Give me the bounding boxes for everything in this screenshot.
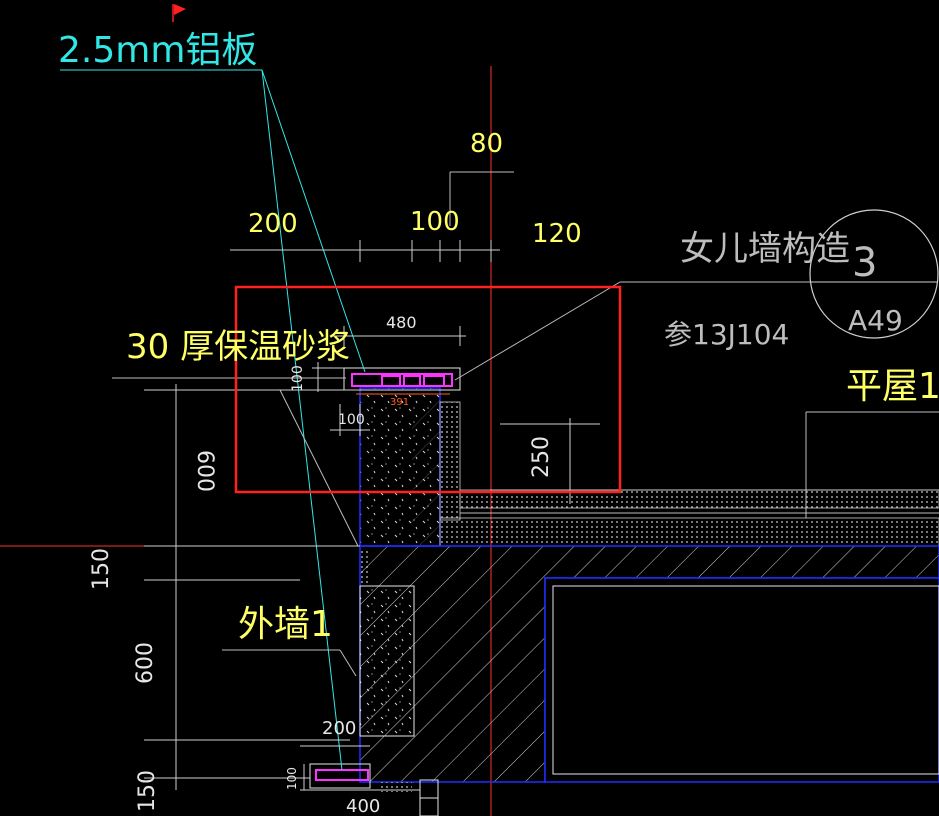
dim-150-upper: 150 xyxy=(89,548,114,590)
callout-leaders xyxy=(112,171,810,677)
dim-250: 250 xyxy=(529,436,554,478)
dim-600-lower: 600 xyxy=(133,642,158,684)
parapet-wall xyxy=(359,387,461,547)
dim-100-top: 100 xyxy=(410,207,460,237)
roof-insulation-layers xyxy=(439,489,939,547)
dim-600-upper: 600 xyxy=(192,450,217,492)
flat-roof-label: 平屋1 xyxy=(846,366,939,407)
dim-80: 80 xyxy=(470,129,503,159)
dim-391: 391 xyxy=(390,397,409,408)
aluminum-plate-label: 2.5mm铝板 xyxy=(58,30,257,71)
dim-120: 120 xyxy=(532,219,582,249)
dim-200-low: 200 xyxy=(322,718,356,739)
highlight-box xyxy=(234,285,622,494)
dim-480: 480 xyxy=(386,313,417,332)
aluminum-leader xyxy=(60,69,366,771)
dim-400: 400 xyxy=(346,796,380,816)
detail-sheet: A49 xyxy=(848,304,903,337)
parapet-construction-label: 女儿墙构造 xyxy=(680,229,850,269)
dimension-lines xyxy=(144,240,600,791)
dim-150-lower: 150 xyxy=(135,770,160,812)
insulation-mortar-label: 30 厚保温砂浆 xyxy=(126,327,350,367)
concrete-beam xyxy=(359,545,939,783)
parapet-flashing-cap xyxy=(343,367,461,395)
dim-200-top: 200 xyxy=(248,209,298,239)
dim-100-cap: 100 xyxy=(290,365,306,392)
exterior-wall-label: 外墙1 xyxy=(238,604,333,645)
dim-100-left: 100 xyxy=(338,412,365,428)
reference-label: 参13J104 xyxy=(664,318,789,351)
dim-100-low: 100 xyxy=(285,767,299,790)
detail-number: 3 xyxy=(852,240,877,286)
flag-icon xyxy=(172,4,186,22)
detail-bubble xyxy=(809,209,939,339)
